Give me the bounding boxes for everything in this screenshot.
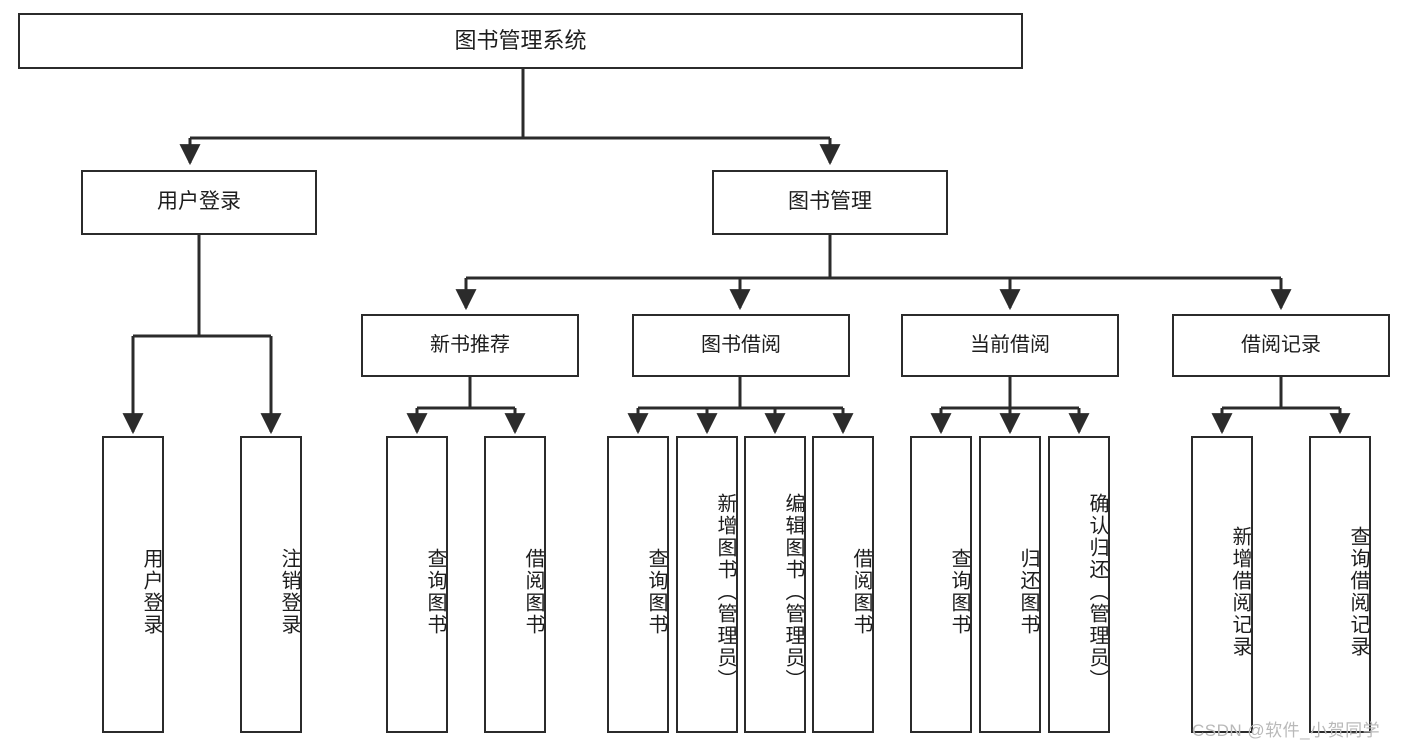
leaf-return-book[interactable]: 归还图书 [979,436,1041,733]
node-label: 图书借阅 [701,333,781,356]
node-label: 用户登录 [140,547,162,636]
node-label: 图书管理系统 [454,28,587,54]
leaf-query-book-recommend[interactable]: 查询图书 [386,436,448,733]
leaf-query-book-borrow[interactable]: 查询图书 [607,436,669,733]
node-label: 借阅图书 [850,547,872,636]
node-book-borrow[interactable]: 图书借阅 [632,314,850,377]
leaf-logout[interactable]: 注销登录 [240,436,302,733]
node-user-login[interactable]: 用户登录 [81,170,317,235]
csdn-watermark: CSDN @软件_小贺同学 [1192,721,1381,740]
leaf-user-login[interactable]: 用户登录 [102,436,164,733]
node-label: 编辑图书（管理员） [782,492,804,691]
leaf-query-book-current[interactable]: 查询图书 [910,436,972,733]
leaf-edit-book-admin[interactable]: 编辑图书（管理员） [744,436,806,733]
leaf-borrow-book[interactable]: 借阅图书 [812,436,874,733]
node-label: 当前借阅 [970,333,1050,356]
node-label: 新增借阅记录 [1229,525,1251,658]
node-root-book-management-system[interactable]: 图书管理系统 [18,13,1023,69]
node-label: 查询图书 [948,547,970,636]
node-borrow-records[interactable]: 借阅记录 [1172,314,1390,377]
node-label: 注销登录 [278,547,300,636]
node-label: 借阅图书 [522,547,544,636]
leaf-add-book-admin[interactable]: 新增图书（管理员） [676,436,738,733]
node-label: 归还图书 [1017,547,1039,636]
node-label: 确认归还（管理员） [1086,492,1108,691]
node-label: 图书管理 [788,190,872,214]
node-label: 新增图书（管理员） [714,492,736,691]
node-book-management[interactable]: 图书管理 [712,170,948,235]
node-current-borrow[interactable]: 当前借阅 [901,314,1119,377]
node-label: 用户登录 [157,190,241,214]
node-label: 查询图书 [424,547,446,636]
node-label: 查询借阅记录 [1347,525,1369,658]
node-label: 借阅记录 [1241,333,1321,356]
leaf-confirm-return-admin[interactable]: 确认归还（管理员） [1048,436,1110,733]
leaf-add-borrow-record[interactable]: 新增借阅记录 [1191,436,1253,733]
node-label: 新书推荐 [430,333,510,356]
leaf-borrow-book-recommend[interactable]: 借阅图书 [484,436,546,733]
node-new-book-recommend[interactable]: 新书推荐 [361,314,579,377]
leaf-query-borrow-record[interactable]: 查询借阅记录 [1309,436,1371,733]
node-label: 查询图书 [645,547,667,636]
